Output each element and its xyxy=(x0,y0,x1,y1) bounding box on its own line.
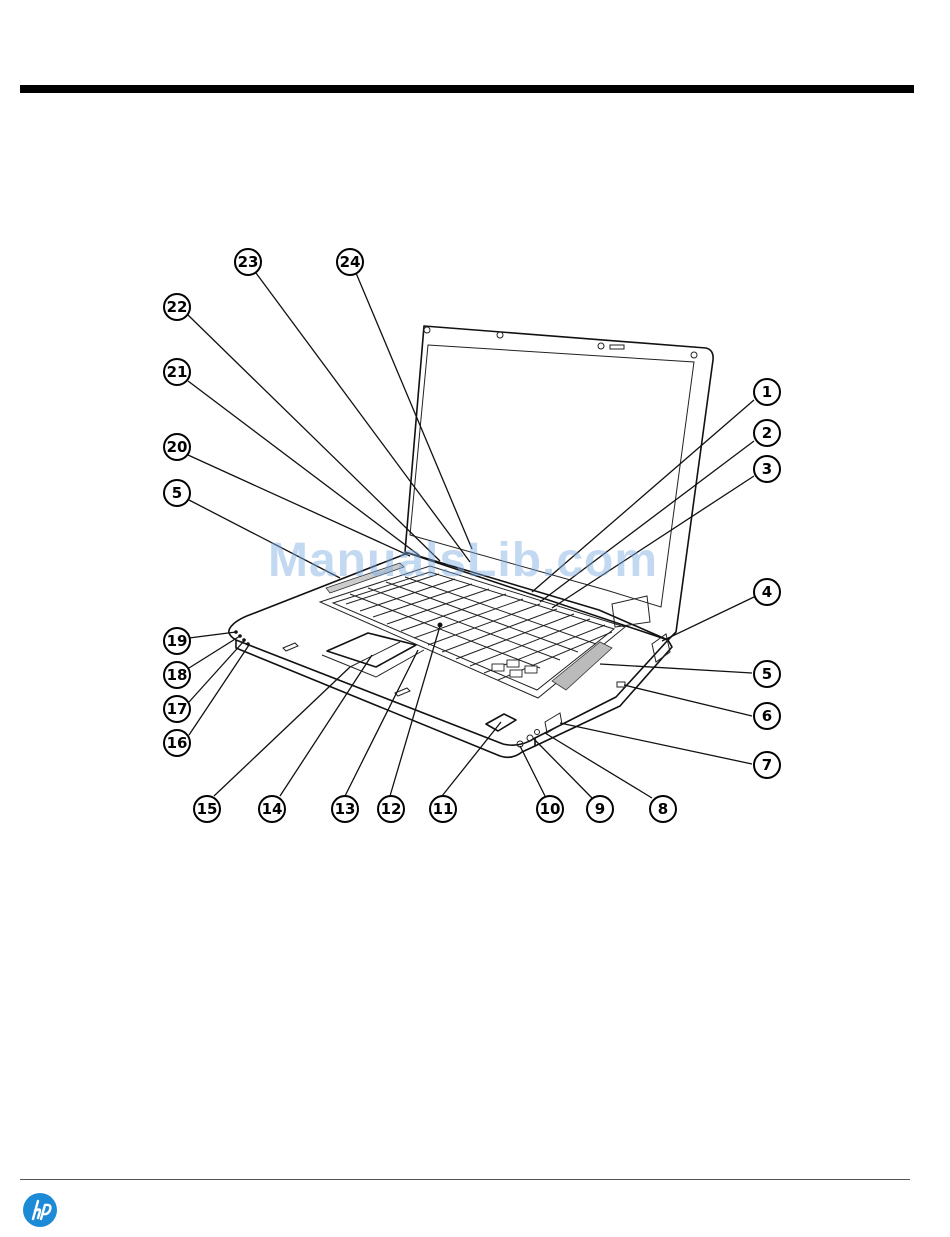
callout-14: 14 xyxy=(259,796,285,822)
speaker-grille-right xyxy=(552,642,612,690)
svg-text:21: 21 xyxy=(167,363,188,381)
svg-text:5: 5 xyxy=(762,665,772,683)
svg-text:12: 12 xyxy=(381,800,402,818)
svg-text:24: 24 xyxy=(340,253,361,271)
svg-text:19: 19 xyxy=(167,632,188,650)
microphone-icon xyxy=(497,332,503,338)
svg-text:18: 18 xyxy=(167,666,188,684)
usb-ports xyxy=(545,713,562,733)
svg-text:8: 8 xyxy=(658,800,668,818)
callout-19: 19 xyxy=(164,628,190,654)
callout-16: 16 xyxy=(164,730,190,756)
svg-text:22: 22 xyxy=(167,298,188,316)
arrow-key-down-icon xyxy=(510,670,522,677)
callout-24: 24 xyxy=(337,249,363,275)
svg-text:9: 9 xyxy=(595,800,605,818)
callout-11: 11 xyxy=(430,796,456,822)
callout-17: 17 xyxy=(164,696,190,722)
callout-18: 18 xyxy=(164,662,190,688)
callout-20: 20 xyxy=(164,434,190,460)
callout-2: 2 xyxy=(754,420,780,446)
callout-23: 23 xyxy=(235,249,261,275)
svg-text:14: 14 xyxy=(262,800,283,818)
front-latch-left xyxy=(283,643,298,651)
callout-1: 1 xyxy=(754,379,780,405)
svg-text:1: 1 xyxy=(762,383,772,401)
callout-4: 4 xyxy=(754,579,780,605)
callout-10: 10 xyxy=(537,796,563,822)
svg-text:13: 13 xyxy=(335,800,356,818)
light-sensor-icon xyxy=(598,343,604,349)
svg-text:23: 23 xyxy=(238,253,259,271)
side-port-slot xyxy=(617,682,625,687)
arrow-key-left-icon xyxy=(492,664,504,671)
svg-text:7: 7 xyxy=(762,756,772,774)
footer-rule xyxy=(20,1179,910,1180)
display-latch-right-icon xyxy=(691,352,697,358)
callout-7: 7 xyxy=(754,752,780,778)
display-latch-icon xyxy=(424,327,430,333)
callout-9: 9 xyxy=(587,796,613,822)
callout-22: 22 xyxy=(164,294,190,320)
display-switch-icon xyxy=(610,345,624,349)
hp-logo-icon xyxy=(22,1192,58,1228)
callout-5-left: 5 xyxy=(164,480,190,506)
callout-5-right: 5 xyxy=(754,661,780,687)
svg-text:15: 15 xyxy=(197,800,218,818)
svg-text:4: 4 xyxy=(762,583,772,601)
svg-text:11: 11 xyxy=(433,800,454,818)
callout-3: 3 xyxy=(754,456,780,482)
svg-text:10: 10 xyxy=(540,800,561,818)
callout-13: 13 xyxy=(332,796,358,822)
arrow-key-up-icon xyxy=(507,660,519,667)
callout-15: 15 xyxy=(194,796,220,822)
svg-text:3: 3 xyxy=(762,460,772,478)
svg-text:16: 16 xyxy=(167,734,188,752)
callout-21: 21 xyxy=(164,359,190,385)
svg-text:20: 20 xyxy=(167,438,188,456)
svg-text:5: 5 xyxy=(172,484,182,502)
svg-text:2: 2 xyxy=(762,424,772,442)
arrow-key-right-icon xyxy=(525,666,537,673)
port-icon xyxy=(535,730,540,735)
callout-12: 12 xyxy=(378,796,404,822)
callout-8: 8 xyxy=(650,796,676,822)
svg-text:6: 6 xyxy=(762,707,772,725)
svg-text:17: 17 xyxy=(167,700,188,718)
watermark: ManualsLib.com xyxy=(268,533,658,588)
callout-6: 6 xyxy=(754,703,780,729)
